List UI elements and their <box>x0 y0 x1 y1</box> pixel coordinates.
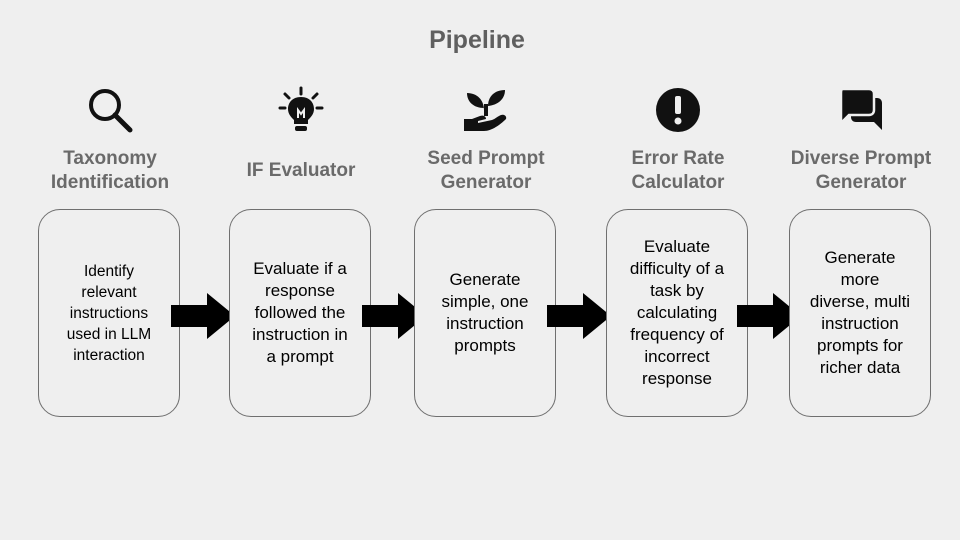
search-icon <box>86 86 134 134</box>
stage-error-rate-calculator: Error Rate Calculator Evaluate difficult… <box>588 86 768 421</box>
stage-taxonomy-identification: Taxonomy Identification Identify relevan… <box>20 86 200 421</box>
stage-label: Seed Prompt Generator <box>427 148 545 193</box>
flow-arrow <box>171 293 235 339</box>
stage-description: Evaluate difficulty of a task by calcula… <box>606 209 748 417</box>
stage-description: Evaluate if a response followed the inst… <box>229 209 371 417</box>
stage-label: Diverse Prompt Generator <box>790 148 932 193</box>
stage-if-evaluator: IF Evaluator Evaluate if a response foll… <box>211 86 391 421</box>
stage-label: Error Rate Calculator <box>631 148 725 193</box>
stage-seed-prompt-generator: Seed Prompt Generator Generate simple, o… <box>396 86 576 421</box>
flow-arrow <box>362 293 426 339</box>
page-title: Pipeline <box>429 26 525 54</box>
stage-description: Generate more diverse, multi instruction… <box>789 209 931 417</box>
stage-label: IF Evaluator <box>246 160 356 181</box>
chat-bubbles-icon <box>837 86 885 134</box>
exclamation-circle-icon <box>654 86 702 134</box>
flow-arrow <box>737 293 801 339</box>
flow-arrow <box>547 293 611 339</box>
stage-diverse-prompt-generator: Diverse Prompt Generator Generate more d… <box>771 86 951 421</box>
stage-label: Taxonomy Identification <box>50 148 170 193</box>
stage-description: Identify relevant instructions used in L… <box>38 209 180 417</box>
lightbulb-icon <box>277 86 325 134</box>
sprout-in-hand-icon <box>462 86 510 134</box>
stage-description: Generate simple, one instruction prompts <box>414 209 556 417</box>
